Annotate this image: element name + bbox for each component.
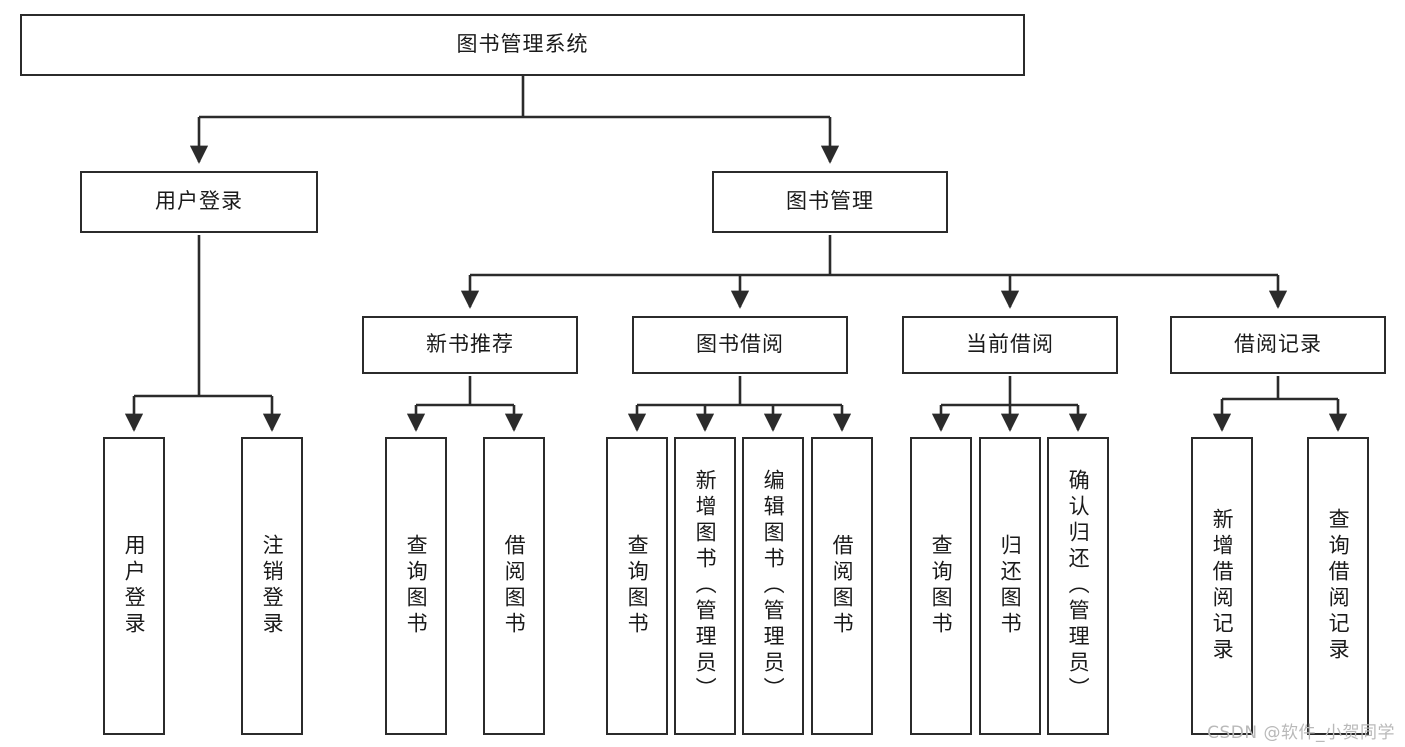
- leaf-book-borrow-borrow[interactable]: 借阅图书: [811, 437, 873, 735]
- leaf-book-borrow-add[interactable]: 新增图书（管理员）: [674, 437, 736, 735]
- node-label: 新增借阅记录: [1210, 508, 1235, 664]
- node-label: 查询图书: [625, 534, 650, 638]
- node-label: 新书推荐: [426, 332, 514, 357]
- leaf-borrow-record-add[interactable]: 新增借阅记录: [1191, 437, 1253, 735]
- leaf-new-book-query[interactable]: 查询图书: [385, 437, 447, 735]
- node-label: 用户登录: [155, 189, 243, 214]
- leaf-user-login-logout[interactable]: 注销登录: [241, 437, 303, 735]
- node-label: 借阅图书: [830, 534, 855, 638]
- node-label: 借阅图书: [502, 534, 527, 638]
- node-borrow-record[interactable]: 借阅记录: [1170, 316, 1386, 374]
- node-label: 编辑图书（管理员）: [761, 469, 786, 703]
- node-label: 图书管理系统: [456, 32, 589, 57]
- node-label: 新增图书（管理员）: [693, 469, 718, 703]
- node-label: 查询借阅记录: [1326, 508, 1351, 664]
- node-label: 确认归还（管理员）: [1066, 469, 1091, 703]
- leaf-user-login-login[interactable]: 用户登录: [103, 437, 165, 735]
- node-label: 借阅记录: [1234, 332, 1322, 357]
- node-user-login[interactable]: 用户登录: [80, 171, 318, 233]
- node-label: 图书借阅: [696, 332, 784, 357]
- leaf-borrow-record-query[interactable]: 查询借阅记录: [1307, 437, 1369, 735]
- node-new-book-recommend[interactable]: 新书推荐: [362, 316, 578, 374]
- node-book-management[interactable]: 图书管理: [712, 171, 948, 233]
- node-label: 用户登录: [122, 534, 147, 638]
- leaf-current-borrow-query[interactable]: 查询图书: [910, 437, 972, 735]
- leaf-book-borrow-edit[interactable]: 编辑图书（管理员）: [742, 437, 804, 735]
- node-book-borrow[interactable]: 图书借阅: [632, 316, 848, 374]
- node-root-system[interactable]: 图书管理系统: [20, 14, 1025, 76]
- node-label: 查询图书: [404, 534, 429, 638]
- node-label: 当前借阅: [966, 332, 1054, 357]
- node-label: 归还图书: [998, 534, 1023, 638]
- leaf-current-borrow-return[interactable]: 归还图书: [979, 437, 1041, 735]
- leaf-new-book-borrow[interactable]: 借阅图书: [483, 437, 545, 735]
- node-label: 注销登录: [260, 534, 285, 638]
- node-current-borrow[interactable]: 当前借阅: [902, 316, 1118, 374]
- leaf-current-borrow-confirm-return[interactable]: 确认归还（管理员）: [1047, 437, 1109, 735]
- node-label: 图书管理: [786, 189, 874, 214]
- leaf-book-borrow-query[interactable]: 查询图书: [606, 437, 668, 735]
- node-label: 查询图书: [929, 534, 954, 638]
